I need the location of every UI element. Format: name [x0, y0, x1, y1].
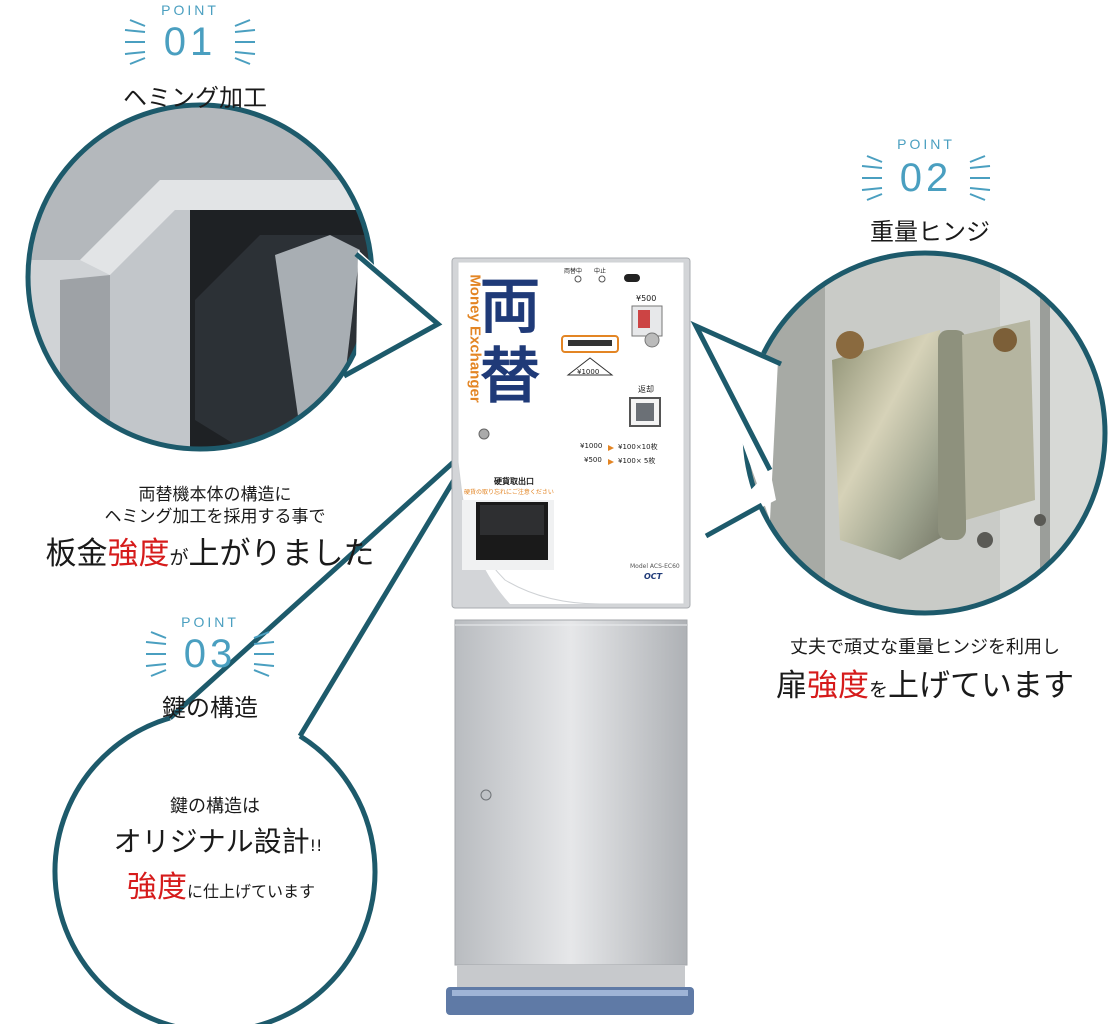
caption-1-line-2: ヘミング加工を採用する事で — [104, 507, 326, 527]
point-02-label: POINT — [897, 136, 955, 152]
caption-2-pre: 扉 — [775, 668, 807, 704]
machine-kanji-2: 替 — [480, 342, 540, 412]
caption-1-red: 強度 — [107, 536, 170, 572]
machine-outlet-note: 硬貨の取り忘れにご注意ください — [464, 489, 554, 496]
caption-1-line-1: 両替機本体の構造に — [138, 485, 292, 505]
machine-model: Model ACS-EC60 — [630, 563, 680, 570]
caption-3-line-1: 鍵の構造は — [170, 796, 260, 817]
machine-led-stop: 中止 — [594, 268, 607, 275]
machine-rule-1-left: ¥1000 — [580, 442, 603, 450]
point-01-number: 01 — [163, 20, 217, 64]
money-exchanger-machine — [446, 257, 694, 1015]
caption-1-particle: が — [169, 547, 189, 569]
caption-3-tail: に仕上げています — [186, 882, 315, 901]
point-03-label: POINT — [181, 614, 239, 630]
caption-2-line-1: 丈夫で頑丈な重量ヒンジを利用し — [790, 637, 1060, 658]
point-01-label: POINT — [161, 2, 219, 18]
caption-3-red: 強度 — [126, 870, 187, 905]
point-01-title: ヘミング加工 — [123, 84, 267, 112]
point-02-number: 02 — [899, 156, 953, 200]
point-03-number: 03 — [183, 632, 237, 676]
machine-rule-1-right: ¥100×10枚 — [618, 443, 658, 451]
machine-vertical-label: Money Exchanger — [466, 274, 484, 403]
caption-2-red: 強度 — [806, 668, 869, 704]
burst-rays — [124, 19, 991, 677]
hinge-photo — [745, 253, 1105, 613]
machine-rule-2-left: ¥500 — [584, 456, 602, 464]
caption-1-pre: 板金 — [45, 536, 108, 572]
machine-return-label: 返却 — [638, 385, 654, 394]
caption-3-line-2: オリジナル設計!! — [98, 820, 338, 860]
caption-2-particle: を — [868, 679, 888, 701]
point-02-title: 重量ヒンジ — [870, 218, 990, 246]
machine-rule-2-right: ¥100× 5枚 — [618, 457, 656, 465]
caption-1-headline: 板金強度が上がりました — [30, 528, 390, 573]
machine-coin-slot-label: ¥500 — [636, 294, 657, 303]
caption-1-post: 上がりました — [188, 536, 375, 572]
hemming-photo — [28, 105, 372, 449]
machine-brand-logo: OCT — [644, 572, 663, 581]
caption-3-original: オリジナル設計 — [113, 825, 310, 858]
machine-led-exchanging: 両替中 — [564, 268, 583, 275]
machine-outlet-label: 硬貨取出口 — [494, 477, 534, 486]
caption-3-line-3: 強度に仕上げています — [96, 862, 346, 906]
machine-bill-label: ¥1000 — [577, 368, 600, 376]
caption-3-exclaim: !! — [309, 836, 323, 855]
machine-kanji-1: 両 — [480, 272, 540, 342]
caption-2-headline: 扉強度を上げています — [745, 660, 1105, 705]
caption-2-post: 上げています — [888, 668, 1074, 704]
point-03-title: 鍵の構造 — [162, 694, 258, 722]
